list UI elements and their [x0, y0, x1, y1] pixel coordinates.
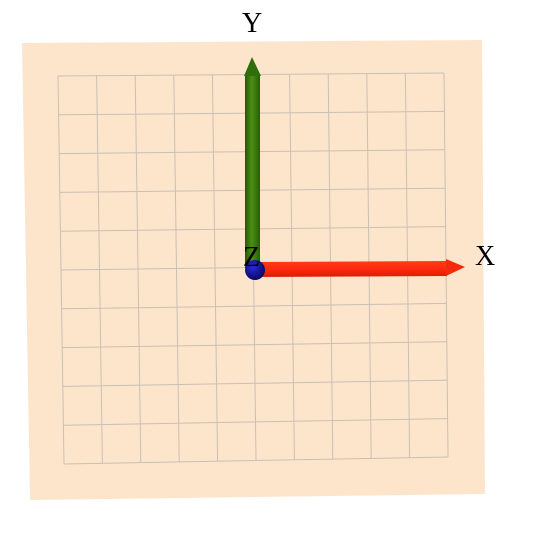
grid-line-horizontal: [63, 418, 448, 426]
z-axis-sphere: [245, 260, 265, 280]
y-axis-label: Y: [242, 8, 262, 39]
grid-line-horizontal: [62, 341, 447, 349]
grid-line-horizontal: [62, 379, 448, 387]
x-axis-head: [446, 259, 465, 276]
x-axis-shaft: [256, 261, 447, 277]
x-axis-label: X: [475, 241, 495, 272]
x-axis-arrow: [256, 259, 465, 277]
y-axis-head: [244, 57, 261, 76]
grid-line-horizontal: [61, 302, 447, 310]
z-axis-label: Z: [243, 242, 260, 273]
grid-line-horizontal: [63, 456, 449, 465]
y-axis-arrow: [244, 57, 261, 268]
y-axis-shaft: [245, 75, 260, 268]
